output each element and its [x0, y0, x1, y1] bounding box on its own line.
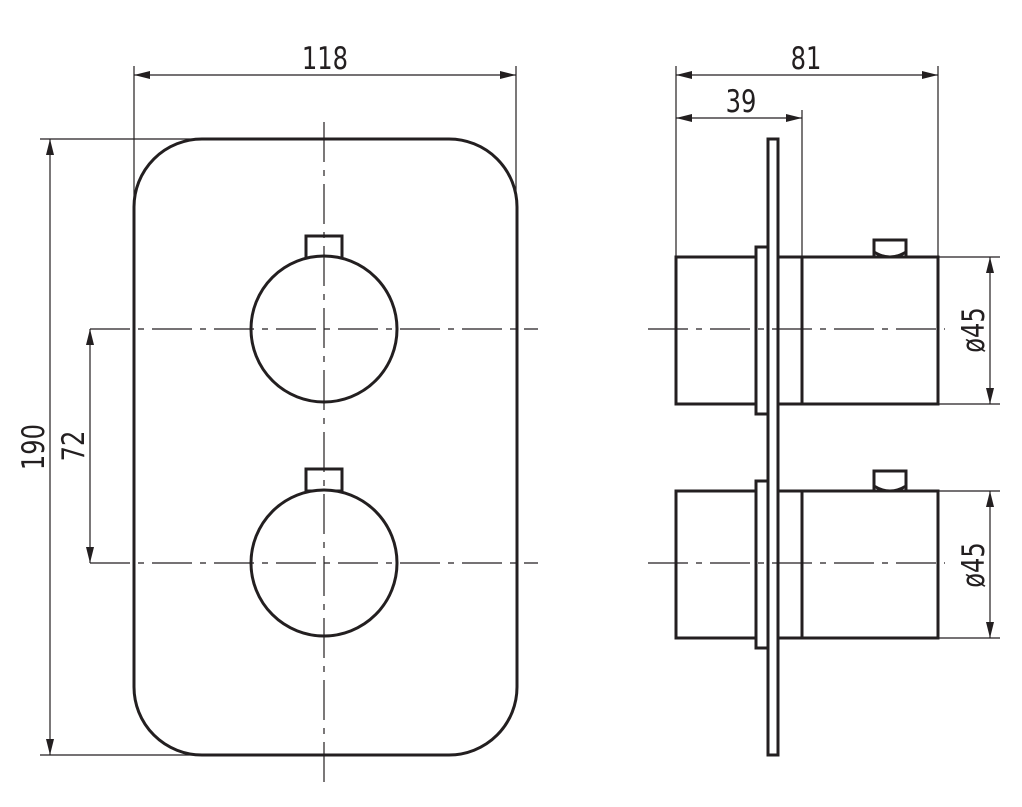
dia-bottom-arrow-bottom	[986, 622, 994, 638]
lower-body-back	[674, 489, 758, 640]
upper-handle	[800, 255, 940, 406]
lower-side-indicator	[872, 469, 908, 493]
depth-arrow-right	[922, 71, 938, 79]
spacing-arrow-top	[86, 329, 94, 345]
diameter-bottom-dimension: ø45	[955, 542, 992, 588]
upper-cartridge	[648, 238, 945, 416]
width-arrow-right	[500, 71, 516, 79]
front-view	[90, 122, 538, 782]
plate-depth-arrow-right	[786, 114, 802, 122]
depth-dimension: 81	[791, 40, 822, 77]
dimension-lines: 118 190 72 81 39	[15, 40, 1000, 756]
plate-depth-dimension: 39	[726, 83, 757, 120]
lower-handle	[800, 489, 940, 640]
depth-arrow-left	[676, 71, 692, 79]
spacing-dimension: 72	[55, 431, 92, 462]
lower-flange	[754, 479, 770, 650]
plate-depth-arrow-left	[676, 114, 692, 122]
upper-body-back	[674, 255, 758, 406]
upper-flange	[754, 245, 770, 416]
height-arrow-bottom	[46, 739, 54, 755]
lower-cartridge	[648, 469, 945, 650]
width-dimension: 118	[302, 40, 348, 77]
diameter-top-dimension: ø45	[955, 307, 992, 353]
height-dimension: 190	[15, 424, 52, 470]
height-arrow-top	[46, 139, 54, 155]
spacing-arrow-bottom	[86, 547, 94, 563]
width-arrow-left	[134, 71, 150, 79]
dia-top-arrow-bottom	[986, 388, 994, 404]
side-plate	[766, 137, 780, 757]
cover-plate	[132, 137, 519, 757]
side-view	[648, 137, 945, 757]
upper-side-indicator	[872, 238, 908, 259]
dia-bottom-arrow-top	[986, 491, 994, 507]
dia-top-arrow-top	[986, 257, 994, 273]
